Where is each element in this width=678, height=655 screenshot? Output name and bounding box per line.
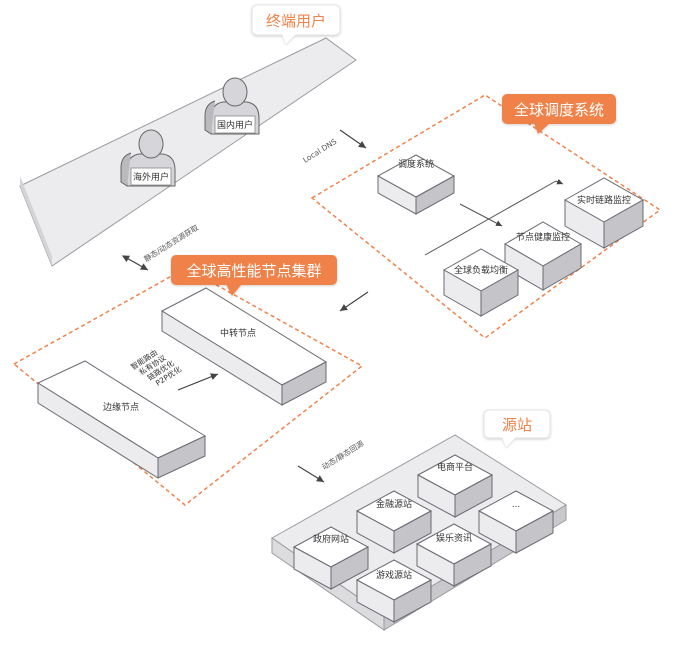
- node-cluster-title: 全球高性能节点集群: [186, 262, 321, 280]
- realtime-link-monitor-label: 实时链路监控: [577, 194, 631, 206]
- ecommerce-box: [416, 454, 494, 518]
- origin-title: 源站: [502, 416, 532, 434]
- edge-node-label: 边缘节点: [103, 401, 139, 413]
- entertainment-box: [415, 523, 493, 587]
- node-health-monitor-box: [504, 221, 582, 291]
- scheduling-title: 全球调度系统: [514, 101, 604, 119]
- ellipsis-label: ...: [512, 500, 521, 510]
- local-dns-label: Local DNS: [301, 137, 338, 165]
- dispatch-system-label: 调度系统: [398, 158, 434, 170]
- users-to-scheduling-arrow: [339, 129, 367, 149]
- users-cluster-bidirectional-arrow: [121, 255, 149, 271]
- scheduling-to-cluster-arrow: [339, 291, 369, 312]
- user-icon: [120, 129, 176, 187]
- scheduling-title-callout: [502, 94, 616, 134]
- domestic-user-label: 国内用户: [217, 119, 253, 131]
- gaming-label: 游戏源站: [376, 569, 412, 581]
- realtime-link-monitor-box: [563, 177, 645, 249]
- ecommerce-label: 电商平台: [437, 461, 473, 473]
- dispatch-system-box: [376, 154, 456, 215]
- finance-label: 金融源站: [376, 498, 412, 510]
- overseas-user-label: 海外用户: [133, 171, 169, 183]
- optimization-labels: 智能路由 私有协议 链路优化 P2P优化: [129, 347, 184, 388]
- government-label: 政府网站: [313, 533, 349, 545]
- ellipsis-box: [477, 490, 555, 554]
- edge-to-relay-arrow: [177, 373, 219, 391]
- end-users-title: 终端用户: [266, 12, 326, 30]
- connector-line: [424, 178, 564, 256]
- relay-node-box: [160, 287, 328, 406]
- edge-node-box: [36, 360, 207, 479]
- connector-line: [459, 203, 503, 227]
- finance-box: [355, 490, 433, 554]
- user-icon: [204, 77, 260, 135]
- gaming-box: [355, 559, 433, 623]
- government-box: [292, 526, 370, 590]
- node-health-monitor-label: 节点健康监控: [516, 231, 570, 243]
- cluster-to-origin-arrow: [297, 465, 325, 483]
- scheduling-region: [310, 94, 662, 339]
- global-load-balance-box: [442, 248, 520, 317]
- entertainment-label: 娱乐资讯: [436, 532, 472, 544]
- origin-title-callout: [483, 409, 551, 447]
- end-users-title-callout: [251, 4, 341, 44]
- global-load-balance-label: 全球负载均衡: [454, 264, 508, 276]
- node-cluster-title-callout: [171, 255, 337, 296]
- relay-node-label: 中转节点: [220, 327, 256, 339]
- fetch-origin-label: 动态/静态回源: [320, 438, 366, 472]
